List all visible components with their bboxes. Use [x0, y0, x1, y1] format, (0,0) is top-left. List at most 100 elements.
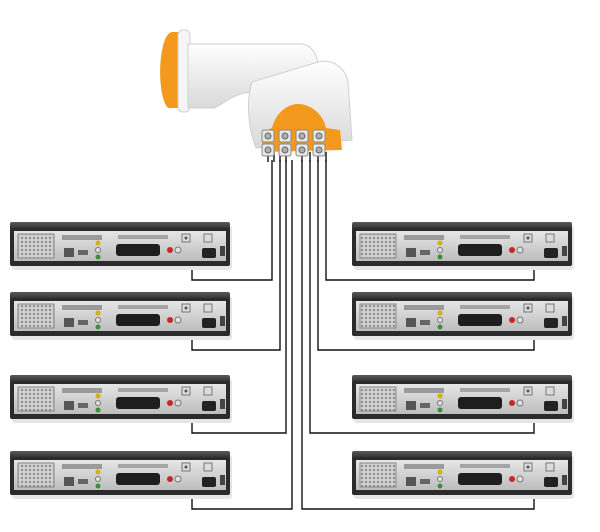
rca-jack-yellow [95, 240, 101, 246]
vent-grille [17, 386, 55, 412]
lnb-port [295, 129, 309, 143]
octo-lnb [160, 29, 353, 157]
power-inlet [544, 318, 558, 328]
rca-jack-green [437, 254, 443, 260]
lnb-out-connector [203, 386, 213, 396]
lnb-port [278, 143, 292, 157]
scart-connector [116, 314, 160, 326]
power-switch [562, 246, 567, 256]
audio-jack-white [174, 316, 182, 324]
audio-jack-white [174, 246, 182, 254]
audio-jack-white [174, 475, 182, 483]
usb-port [420, 403, 430, 408]
power-switch [562, 399, 567, 409]
audio-jack-white [516, 246, 524, 254]
scart-connector [458, 244, 502, 256]
rca-jack-white [95, 400, 101, 406]
vent-grille [17, 233, 55, 259]
satellite-receiver [10, 222, 232, 270]
rca-jack-green [437, 407, 443, 413]
rca-jack-green [95, 254, 101, 260]
rca-jack-green [95, 407, 101, 413]
audio-jack-red [509, 476, 515, 482]
rca-jack-yellow [437, 393, 443, 399]
lnb-f-connectors [261, 129, 326, 157]
power-switch [220, 316, 225, 326]
ethernet-port [406, 248, 416, 257]
scart-connector [458, 397, 502, 409]
usb-port [420, 250, 430, 255]
lnb-feed-cap [160, 32, 182, 108]
vent-grille [359, 233, 397, 259]
lnb-out-connector [203, 233, 213, 243]
audio-jack-white [174, 399, 182, 407]
ethernet-port [406, 477, 416, 486]
usb-port [78, 250, 88, 255]
satellite-receiver [10, 451, 232, 499]
lnb-out-connector [545, 303, 555, 313]
audio-jack-red [167, 476, 173, 482]
lnb-out-connector [203, 303, 213, 313]
scart-connector [116, 473, 160, 485]
rca-jack-white [437, 247, 443, 253]
lnb-port [312, 129, 326, 143]
ethernet-port [64, 477, 74, 486]
scart-connector [458, 314, 502, 326]
power-inlet [544, 401, 558, 411]
satellite-receiver [352, 222, 574, 270]
rca-jack-white [437, 400, 443, 406]
receivers [10, 222, 574, 499]
rca-jack-white [437, 317, 443, 323]
lnb-out-connector [545, 233, 555, 243]
rca-jack-white [95, 247, 101, 253]
lnb-port [278, 129, 292, 143]
power-switch [220, 246, 225, 256]
power-switch [562, 316, 567, 326]
vent-grille [17, 303, 55, 329]
rca-jack-yellow [95, 469, 101, 475]
satellite-receiver [352, 292, 574, 340]
satellite-receiver [10, 375, 232, 423]
lnb-out-connector [203, 462, 213, 472]
ethernet-port [64, 401, 74, 410]
audio-jack-red [509, 400, 515, 406]
power-inlet [202, 248, 216, 258]
satellite-receiver [10, 292, 232, 340]
lnb-out-connector [545, 386, 555, 396]
vent-grille [17, 462, 55, 488]
rca-jack-yellow [437, 469, 443, 475]
vent-grille [359, 303, 397, 329]
satellite-receiver [352, 375, 574, 423]
audio-jack-red [509, 317, 515, 323]
rca-jack-green [437, 483, 443, 489]
scart-connector [116, 397, 160, 409]
lnb-port [312, 143, 326, 157]
satellite-receiver [352, 451, 574, 499]
rca-jack-white [95, 317, 101, 323]
lnb-port [261, 129, 275, 143]
lnb-out-connector [545, 462, 555, 472]
rca-jack-yellow [95, 393, 101, 399]
rca-jack-green [95, 483, 101, 489]
power-switch [220, 475, 225, 485]
audio-jack-red [509, 247, 515, 253]
rca-jack-yellow [437, 310, 443, 316]
usb-port [78, 320, 88, 325]
usb-port [420, 479, 430, 484]
usb-port [420, 320, 430, 325]
audio-jack-white [516, 399, 524, 407]
rca-jack-white [95, 476, 101, 482]
audio-jack-red [167, 400, 173, 406]
usb-port [78, 403, 88, 408]
audio-jack-red [167, 317, 173, 323]
ethernet-port [406, 318, 416, 327]
power-inlet [202, 401, 216, 411]
rca-jack-yellow [95, 310, 101, 316]
rca-jack-green [95, 324, 101, 330]
audio-jack-red [167, 247, 173, 253]
scart-connector [116, 244, 160, 256]
vent-grille [359, 462, 397, 488]
power-inlet [544, 248, 558, 258]
scart-connector [458, 473, 502, 485]
